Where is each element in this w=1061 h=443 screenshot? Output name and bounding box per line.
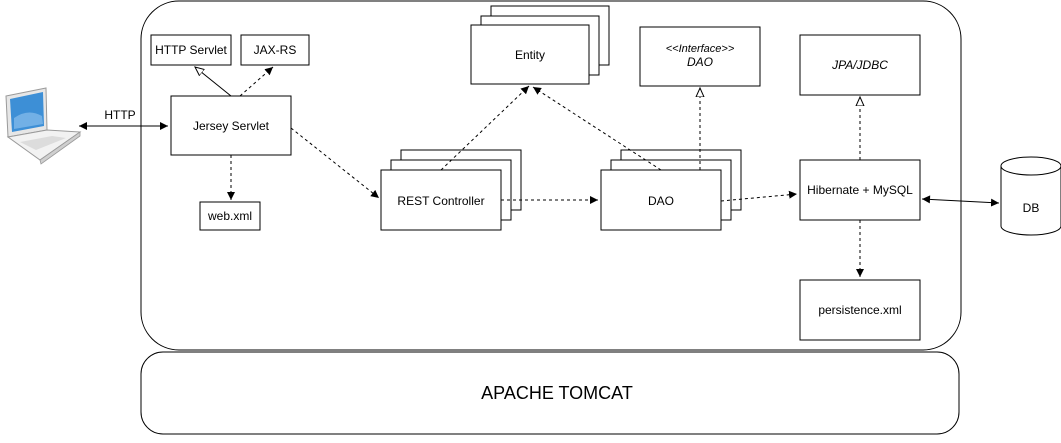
entity-label: Entity — [515, 48, 545, 62]
application-container — [140, 0, 962, 351]
jersey-servlet-label: Jersey Servlet — [193, 119, 270, 133]
edge-jersey-to-http-servlet — [195, 67, 232, 97]
http-servlet-box — [150, 34, 232, 66]
apache-tomcat-label: APACHE TOMCAT — [481, 383, 633, 403]
entity-stack — [470, 5, 610, 85]
jpa-jdbc-label: JPA/JDBC — [831, 58, 888, 72]
rest-controller-stack — [380, 149, 522, 231]
web-xml-box — [199, 201, 261, 231]
edge-jersey-to-jax-rs — [239, 66, 274, 97]
dao-interface-box — [639, 26, 761, 87]
hibernate-mysql-label: Hibernate + MySQL — [807, 183, 913, 197]
db-label: DB — [1023, 201, 1040, 215]
jpa-jdbc-box — [799, 34, 921, 96]
rest-controller-label: REST Controller — [397, 194, 484, 208]
jax-rs-label: JAX-RS — [254, 43, 297, 57]
dao-interface-stereotype: <<Interface>> — [666, 43, 735, 55]
jax-rs-box — [240, 34, 310, 66]
http-servlet-label: HTTP Servlet — [155, 43, 227, 57]
edge-dao-to-entity — [532, 86, 662, 171]
edge-rest-controller-to-entity — [440, 85, 530, 171]
persistence-xml-label: persistence.xml — [818, 303, 901, 317]
database-cylinder-icon — [1000, 156, 1061, 236]
dao-interface-name: DAO — [687, 55, 713, 69]
apache-tomcat-container — [140, 351, 960, 435]
persistence-xml-box — [799, 279, 921, 341]
laptop-icon — [5, 87, 82, 165]
jersey-servlet-box — [170, 95, 292, 156]
dao-stack — [600, 149, 742, 231]
http-edge-label: HTTP — [104, 108, 135, 122]
edge-hibernate-to-db — [921, 195, 1000, 207]
hibernate-mysql-box — [799, 159, 921, 221]
edge-jersey-to-rest-controller — [290, 127, 380, 199]
edge-dao-to-hibernate — [720, 190, 798, 202]
dao-label: DAO — [648, 194, 674, 208]
web-xml-label: web.xml — [207, 209, 252, 223]
